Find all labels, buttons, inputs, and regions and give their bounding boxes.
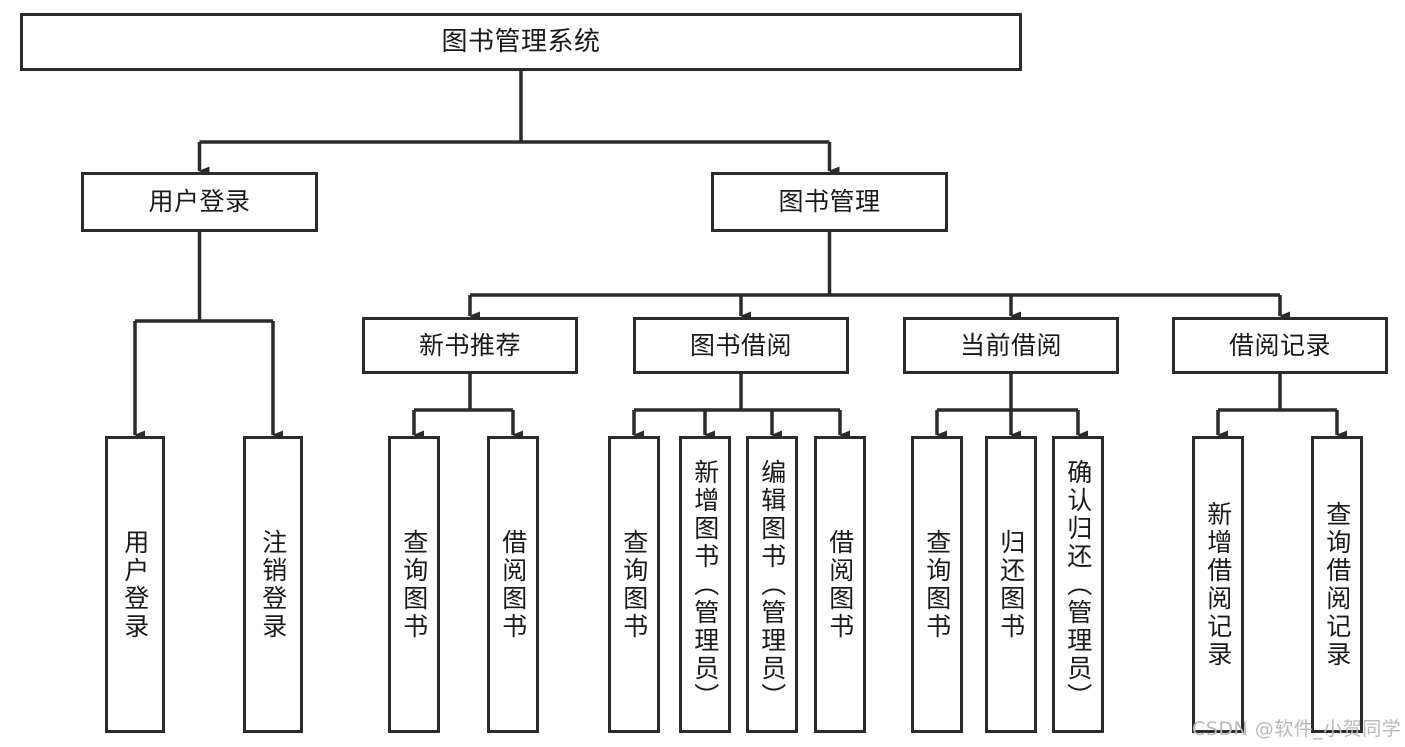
node-borrow-record[interactable]: 借阅记录 xyxy=(1172,317,1388,374)
node-label: 查询图书 xyxy=(922,528,952,641)
node-label: 注销登录 xyxy=(258,528,288,641)
node-label: 图书管理 xyxy=(778,187,881,217)
node-leaf-query-book-3[interactable]: 查询图书 xyxy=(911,436,963,733)
node-label: 新增借阅记录 xyxy=(1203,500,1233,669)
node-label: 归还图书 xyxy=(996,528,1026,641)
node-label: 查询图书 xyxy=(619,528,649,641)
node-leaf-user-login[interactable]: 用户登录 xyxy=(105,436,165,733)
node-leaf-query-record[interactable]: 查询借阅记录 xyxy=(1311,436,1363,733)
node-label: 编辑图书（管理员） xyxy=(757,458,787,711)
node-leaf-query-book-1[interactable]: 查询图书 xyxy=(388,436,440,733)
node-label: 借阅图书 xyxy=(498,528,528,641)
node-book-borrow[interactable]: 图书借阅 xyxy=(633,317,849,374)
node-label: 新增图书（管理员） xyxy=(690,458,720,711)
node-label: 借阅记录 xyxy=(1228,330,1331,360)
node-leaf-borrow-book-2[interactable]: 借阅图书 xyxy=(814,436,866,733)
node-label: 新书推荐 xyxy=(418,330,521,360)
node-new-book-recommend[interactable]: 新书推荐 xyxy=(362,317,578,374)
node-user-login[interactable]: 用户登录 xyxy=(81,172,318,232)
node-label: 图书借阅 xyxy=(689,330,792,360)
node-leaf-query-book-2[interactable]: 查询图书 xyxy=(608,436,660,733)
node-label: 查询借阅记录 xyxy=(1322,500,1352,669)
node-label: 用户登录 xyxy=(148,187,251,217)
node-leaf-return-book[interactable]: 归还图书 xyxy=(985,436,1037,733)
node-leaf-edit-book[interactable]: 编辑图书（管理员） xyxy=(746,436,798,733)
node-root-system-title[interactable]: 图书管理系统 xyxy=(20,13,1022,71)
node-label: 用户登录 xyxy=(120,528,150,641)
node-book-manage[interactable]: 图书管理 xyxy=(711,172,948,232)
node-leaf-confirm-return[interactable]: 确认归还（管理员） xyxy=(1052,436,1104,733)
node-label: 确认归还（管理员） xyxy=(1063,458,1093,711)
node-leaf-borrow-book-1[interactable]: 借阅图书 xyxy=(487,436,539,733)
node-leaf-user-logout[interactable]: 注销登录 xyxy=(243,436,303,733)
node-leaf-add-record[interactable]: 新增借阅记录 xyxy=(1192,436,1244,733)
csdn-watermark: CSDN @软件_小贺同学 xyxy=(1192,718,1402,740)
node-label: 借阅图书 xyxy=(825,528,855,641)
node-current-borrow[interactable]: 当前借阅 xyxy=(903,317,1119,374)
node-leaf-add-book[interactable]: 新增图书（管理员） xyxy=(679,436,731,733)
node-label: 图书管理系统 xyxy=(441,26,601,57)
connector-edges xyxy=(133,71,1347,440)
node-label: 查询图书 xyxy=(399,528,429,641)
node-label: 当前借阅 xyxy=(959,330,1062,360)
